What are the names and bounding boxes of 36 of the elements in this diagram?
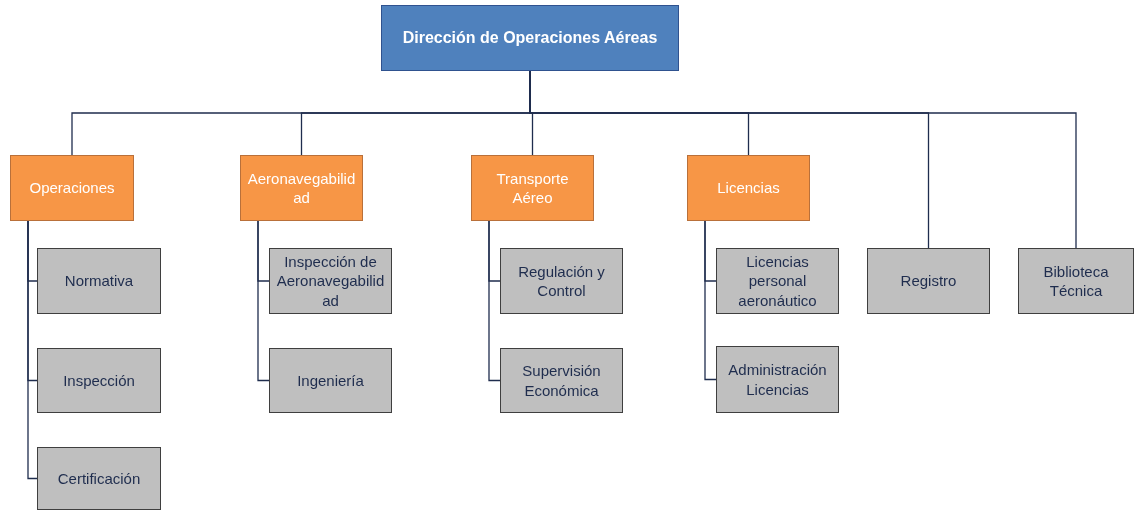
unit-box — [500, 248, 623, 314]
department-box — [471, 155, 594, 221]
box-label: Transporte Aéreo — [495, 168, 570, 208]
unit-box — [1018, 248, 1134, 314]
unit-box — [37, 447, 161, 510]
box-label: Inspección de Aeronavegabilidad — [276, 251, 385, 311]
box-label: Normativa — [64, 271, 134, 291]
unit-box — [500, 348, 623, 413]
box-label: Registro — [900, 271, 957, 291]
box-label: Licencias — [717, 178, 780, 198]
box-label: Aeronavegabilidad — [247, 168, 356, 208]
box-label: Biblioteca Técnica — [1042, 261, 1110, 301]
box-label: Inspección — [63, 370, 135, 391]
box-label: Licencias personal aeronáutico — [737, 251, 818, 311]
connector-line — [27, 220, 38, 480]
box-label: Dirección de Operaciones Aéreas — [402, 27, 658, 48]
box-label: Ingeniería — [297, 370, 364, 391]
department-box — [240, 155, 363, 221]
box-label: Supervisión Económica — [521, 361, 602, 400]
unit-box — [716, 346, 839, 413]
box-label: Operaciones — [29, 178, 115, 198]
department-box — [10, 155, 134, 221]
box-label: Administración Licencias — [727, 360, 828, 399]
department-box — [687, 155, 810, 221]
unit-box — [37, 248, 161, 314]
unit-box — [716, 248, 839, 314]
connector-line — [488, 220, 501, 382]
box-label: Certificación — [57, 468, 141, 489]
unit-box — [867, 248, 990, 314]
unit-box — [37, 348, 161, 413]
director-box — [381, 5, 679, 71]
connector-line — [704, 220, 717, 381]
unit-box — [269, 348, 392, 413]
box-label: Regulación y Control — [517, 261, 606, 301]
connector-line — [257, 220, 270, 382]
unit-box — [269, 248, 392, 314]
